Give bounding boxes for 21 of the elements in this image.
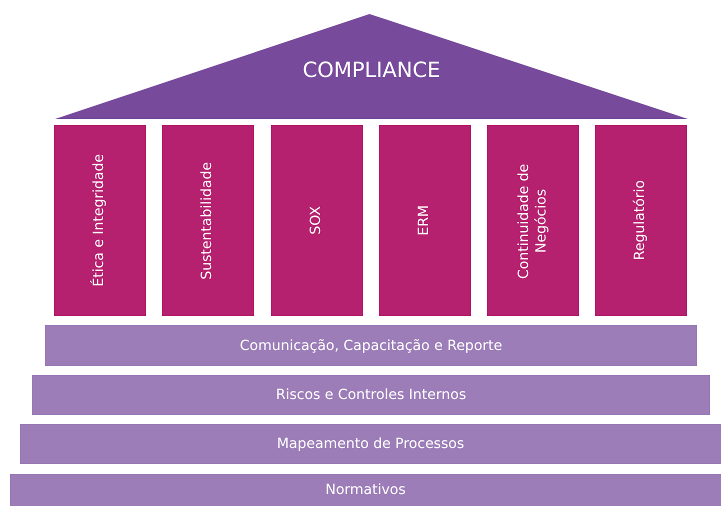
step-label: Normativos: [325, 482, 406, 498]
step-label: Riscos e Controles Internos: [276, 387, 466, 403]
foundation-step: [10, 474, 721, 506]
pillar-label: Continuidade de Negócios: [516, 162, 550, 280]
foundation-step: [32, 375, 710, 415]
foundation-step: [20, 424, 721, 464]
pillar-label: ERM: [416, 205, 434, 236]
pillar-label: SOX: [308, 206, 326, 235]
pillar-label: Regulatório: [632, 180, 650, 261]
pillar: [271, 125, 363, 316]
pillar-label: Ética e Integridade: [91, 154, 108, 287]
step-label: Comunicação, Capacitação e Reporte: [240, 338, 502, 354]
pillar: [162, 125, 254, 316]
foundation-step: [45, 325, 697, 366]
pillar: [595, 125, 687, 316]
pillar: [487, 125, 579, 316]
step-label: Mapeamento de Processos: [276, 436, 464, 452]
pillar: [379, 125, 471, 316]
pillar: [54, 125, 146, 316]
roof-title: COMPLIANCE: [302, 58, 440, 82]
pillar-label: Sustentabilidade: [199, 162, 216, 280]
